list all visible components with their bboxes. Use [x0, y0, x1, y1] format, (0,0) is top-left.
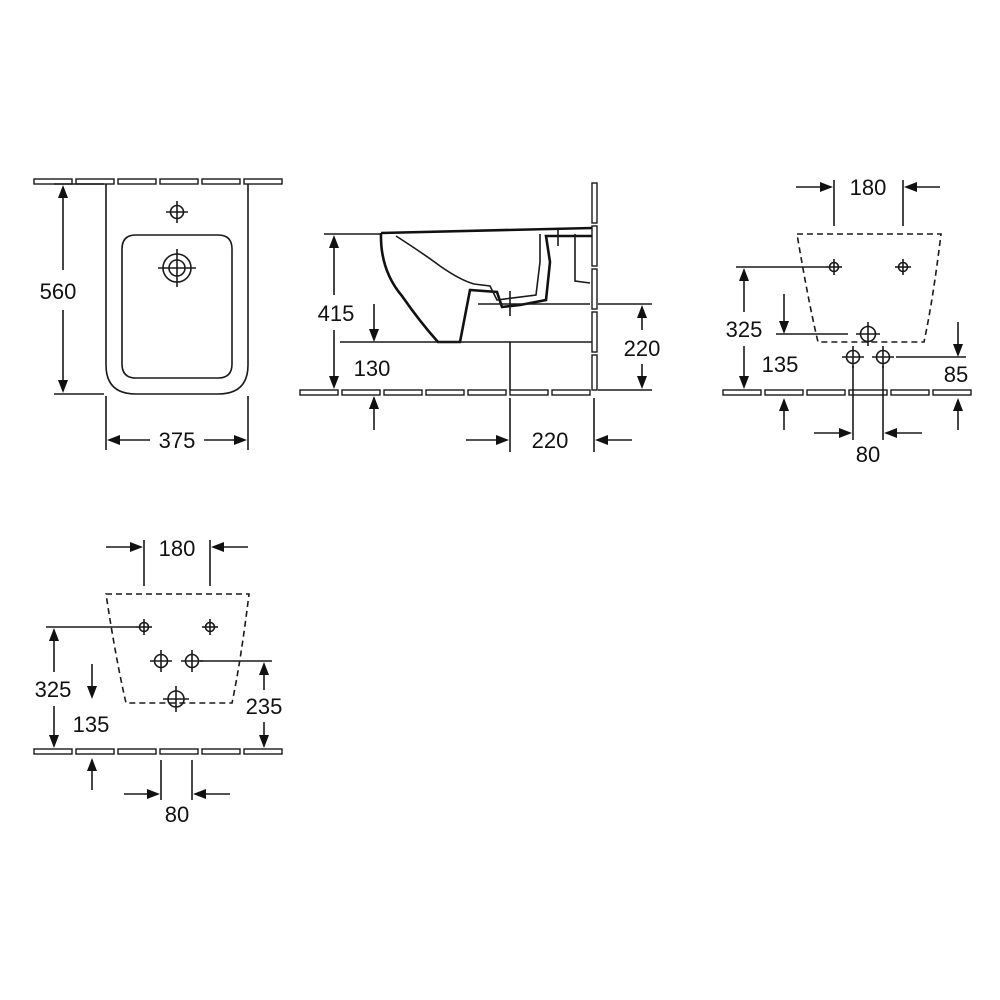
drain-hole-icon	[158, 249, 196, 287]
height-label: 415	[318, 301, 355, 326]
bowl-outline	[121, 234, 233, 379]
projection-dimension: 220	[466, 398, 632, 453]
wall-height-dimension: 220	[598, 303, 661, 391]
width-dimension: 375	[105, 396, 249, 453]
bottom-spacing-dimension: 80	[124, 760, 230, 827]
fixing-height-dimension: 325	[35, 626, 136, 748]
outlet-height-label: 130	[354, 356, 391, 381]
front-view: 560 375	[33, 178, 283, 453]
right-height-dimension: 235	[200, 660, 283, 748]
height-label: 560	[40, 279, 77, 304]
fixing-hole-left-icon	[826, 259, 842, 275]
right-height-label: 235	[246, 694, 283, 719]
floor-strip	[722, 389, 972, 396]
bidet-profile	[379, 226, 593, 344]
inlet-height-dimension: 135	[762, 294, 848, 430]
fixing-height-label: 325	[726, 317, 763, 342]
bottom-height-label: 85	[944, 362, 968, 387]
inlet-right-icon	[181, 650, 203, 672]
top-spacing-label: 180	[850, 175, 887, 200]
top-spacing-label: 180	[159, 536, 196, 561]
fixing-hole-right-icon	[895, 259, 911, 275]
bidet-outline	[105, 184, 249, 395]
bidet-outline	[105, 593, 250, 704]
bowl-inner-profile	[395, 234, 541, 301]
fixing-height-label: 325	[35, 677, 72, 702]
top-spacing-dimension: 180	[106, 536, 248, 586]
top-spacing-dimension: 180	[796, 175, 940, 226]
bottom-height-dimension: 85	[896, 322, 968, 430]
bottom-spacing-label: 80	[165, 802, 189, 827]
side-view: 415 130 220 220	[299, 182, 661, 453]
fixing-hole-left-icon	[136, 619, 152, 635]
inlet-height-label: 135	[73, 712, 110, 737]
bottom-spacing-label: 80	[856, 442, 880, 467]
rear-view-b: 180 325 135 235	[33, 536, 283, 827]
width-label: 375	[159, 428, 196, 453]
bottom-spacing-dimension: 80	[814, 366, 922, 467]
bidet-outline	[796, 233, 942, 343]
outlet-height-dimension: 130	[354, 304, 391, 430]
rear-view-a: 180 325 135 85	[722, 175, 972, 467]
projection-label: 220	[532, 428, 569, 453]
inlet-height-label: 135	[762, 352, 799, 377]
wall-height-label: 220	[624, 336, 661, 361]
fixing-height-dimension: 325	[726, 266, 826, 389]
drain-hole-icon	[856, 322, 880, 346]
inlet-height-dimension: 135	[73, 664, 110, 790]
floor-strip	[299, 389, 591, 396]
inlet-pipe-icon	[478, 230, 590, 316]
tap-hole-icon	[166, 201, 188, 223]
wall-strip	[591, 182, 598, 391]
height-dimension: 560	[40, 183, 104, 395]
floor-strip	[33, 748, 283, 755]
inlet-right-icon	[872, 346, 894, 368]
height-dimension: 415	[318, 233, 380, 389]
inlet-left-icon	[842, 346, 864, 368]
wall-floor-strip	[33, 178, 283, 185]
drain-hole-icon	[163, 686, 189, 712]
inlet-left-icon	[150, 650, 172, 672]
fixing-hole-right-icon	[202, 619, 218, 635]
back-lip	[574, 234, 591, 284]
